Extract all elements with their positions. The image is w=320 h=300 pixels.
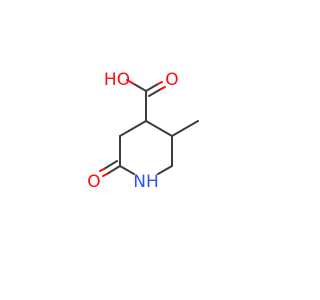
bond-carboxyl-o-double-b [148, 88, 162, 97]
atom-label-hydroxyl: HO [104, 70, 130, 90]
bond-acid-o-segment-b [160, 86, 166, 90]
bond-n1-c2 [119, 165, 135, 175]
bond-lactam-o-segment-b [99, 168, 105, 172]
bond-carboxyl-oh [133, 83, 147, 92]
bond-c2-o-double-a [106, 165, 121, 175]
bond-acid-o-segment-a [157, 81, 163, 85]
bond-layer [103, 83, 199, 175]
bond-lactam-o-segment-a [102, 173, 108, 177]
atom-label-layer: HO O O NH [87, 70, 178, 192]
bond-c4-c5 [145, 120, 173, 137]
bond-carboxyl-o-double-a [145, 83, 159, 92]
canvas-background [0, 0, 300, 300]
molecule-structure-canvas: HO O O NH [0, 0, 300, 300]
atom-label-acid-oxygen: O [165, 70, 178, 90]
bond-oh-segment [126, 79, 135, 85]
bond-c2-o-double-b [103, 160, 118, 170]
bond-c6-n1 [157, 165, 173, 175]
atom-label-lactam-oxygen: O [87, 172, 100, 192]
atom-label-ring-nitrogen: NH [133, 172, 159, 192]
bond-c3-c4 [119, 120, 147, 137]
colored-bond-layer [99, 79, 166, 177]
bond-c5-methyl [171, 120, 199, 137]
